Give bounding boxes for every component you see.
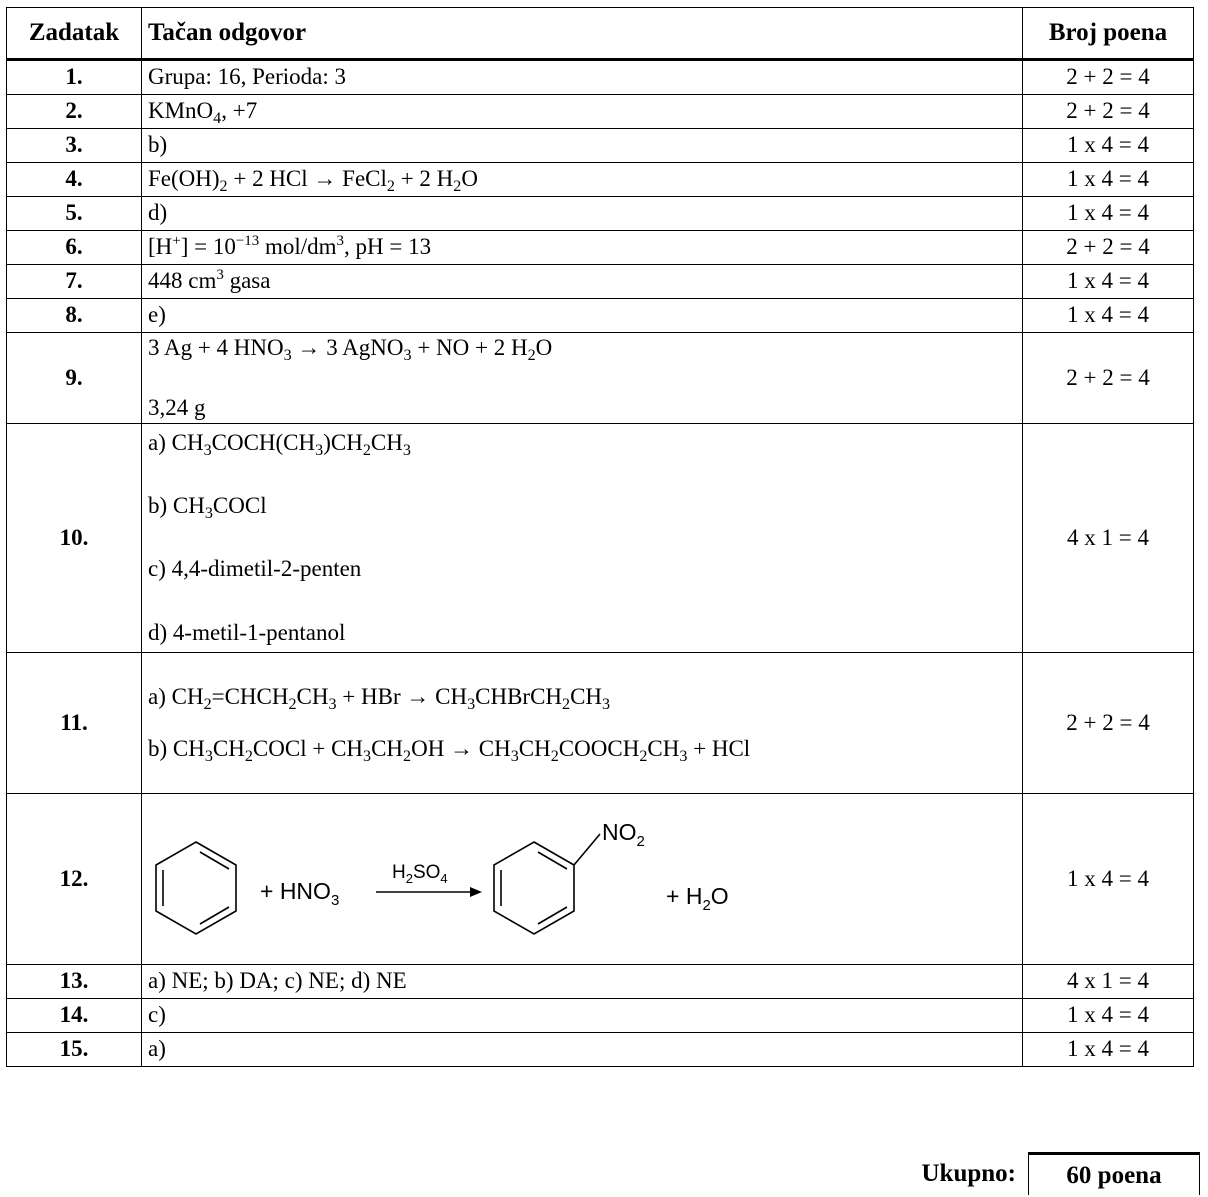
catalyst-label: H2SO4 xyxy=(392,862,448,886)
table-row: 2. KMnO4, +7 2 + 2 = 4 xyxy=(6,94,1194,129)
points-cell: 2 + 2 = 4 xyxy=(1022,332,1194,424)
header-row: Zadatak Tačan odgovor Broj poena xyxy=(6,7,1194,61)
answer-line: c) 4,4-dimetil-2-penten xyxy=(148,556,362,582)
points-cell: 1 x 4 = 4 xyxy=(1022,1032,1194,1067)
table-row: 10. a) CH3COCH(CH3)CH2CH3 b) CH3COCl c) … xyxy=(6,423,1194,653)
points-cell: 2 + 2 = 4 xyxy=(1022,94,1194,129)
reaction-arrow-icon xyxy=(376,887,482,897)
task-number: 1. xyxy=(6,59,142,95)
points-cell: 1 x 4 = 4 xyxy=(1022,998,1194,1033)
answer-text: KMnO4, +7 xyxy=(141,94,1023,129)
table-row: 5. d) 1 x 4 = 4 xyxy=(6,196,1194,231)
task-number: 13. xyxy=(6,964,142,999)
task-number: 15. xyxy=(6,1032,142,1067)
answer-text: 3 Ag + 4 HNO3 → 3 AgNO3 + NO + 2 H2O 3,2… xyxy=(141,332,1023,424)
task-number: 14. xyxy=(6,998,142,1033)
task-number: 10. xyxy=(6,423,142,653)
answer-line: a) CH2=CHCH2CH3 + HBr → CH3CHBrCH2CH3 xyxy=(148,683,611,713)
byproduct-label: + H2O xyxy=(666,883,729,914)
task-number: 3. xyxy=(6,128,142,163)
answer-text: a) xyxy=(141,1032,1023,1067)
task-number: 5. xyxy=(6,196,142,231)
table-row: 13. a) NE; b) DA; c) NE; d) NE 4 x 1 = 4 xyxy=(6,964,1194,999)
points-cell: 1 x 4 = 4 xyxy=(1022,162,1194,197)
header-broj-poena: Broj poena xyxy=(1022,7,1194,61)
table-row: 1. Grupa: 16, Perioda: 3 2 + 2 = 4 xyxy=(6,59,1194,95)
nitrobenzene-ring-icon xyxy=(493,833,601,935)
answer-line: b) CH3COCl xyxy=(148,493,267,523)
table-row: 12. + HNO3 xyxy=(6,793,1194,965)
table-row: 15. a) 1 x 4 = 4 xyxy=(6,1032,1194,1067)
task-number: 9. xyxy=(6,332,142,424)
points-cell: 1 x 4 = 4 xyxy=(1022,128,1194,163)
answer-line: 3 Ag + 4 HNO3 → 3 AgNO3 + NO + 2 H2O xyxy=(148,335,553,364)
table-row: 3. b) 1 x 4 = 4 xyxy=(6,128,1194,163)
task-number: 12. xyxy=(6,793,142,965)
task-number: 11. xyxy=(6,652,142,794)
points-cell: 2 + 2 = 4 xyxy=(1022,230,1194,265)
reagent-label: + HNO3 xyxy=(260,878,339,909)
task-number: 8. xyxy=(6,298,142,333)
answer-text: b) xyxy=(141,128,1023,163)
table-row: 8. e) 1 x 4 = 4 xyxy=(6,298,1194,333)
total-label: Ukupno: xyxy=(921,1160,1017,1187)
table-row: 14. c) 1 x 4 = 4 xyxy=(6,998,1194,1033)
table-row: 4. Fe(OH)2 + 2 HCl → FeCl2 + 2 H2O 1 x 4… xyxy=(6,162,1194,197)
header-zadatak: Zadatak xyxy=(6,7,142,61)
points-cell: 4 x 1 = 4 xyxy=(1022,423,1194,653)
answer-text: a) CH3COCH(CH3)CH2CH3 b) CH3COCl c) 4,4-… xyxy=(141,423,1023,653)
table-row: 7. 448 cm3 gasa 1 x 4 = 4 xyxy=(6,264,1194,299)
answer-text: 448 cm3 gasa xyxy=(141,264,1023,299)
total-value: 60 poena xyxy=(1028,1152,1200,1195)
task-number: 2. xyxy=(6,94,142,129)
table-row: 9. 3 Ag + 4 HNO3 → 3 AgNO3 + NO + 2 H2O … xyxy=(6,332,1194,424)
answer-text: c) xyxy=(141,998,1023,1033)
points-cell: 4 x 1 = 4 xyxy=(1022,964,1194,999)
answer-reaction: + HNO3 H2SO4 xyxy=(141,793,1023,965)
answer-text: Grupa: 16, Perioda: 3 xyxy=(141,59,1023,95)
answer-line: 3,24 g xyxy=(148,394,206,420)
points-cell: 1 x 4 = 4 xyxy=(1022,196,1194,231)
answer-line: d) 4-metil-1-pentanol xyxy=(148,619,346,645)
table-row: 11. a) CH2=CHCH2CH3 + HBr → CH3CHBrCH2CH… xyxy=(6,652,1194,794)
answer-line: b) CH3CH2COCl + CH3CH2OH → CH3CH2COOCH2C… xyxy=(148,736,751,765)
answer-text: d) xyxy=(141,196,1023,231)
answer-text: Fe(OH)2 + 2 HCl → FeCl2 + 2 H2O xyxy=(141,162,1023,197)
answer-text: [H+] = 10−13 mol/dm3, pH = 13 xyxy=(141,230,1023,265)
answer-text: e) xyxy=(141,298,1023,333)
task-number: 4. xyxy=(6,162,142,197)
header-tacan-odgovor: Tačan odgovor xyxy=(141,7,1023,61)
points-cell: 1 x 4 = 4 xyxy=(1022,298,1194,333)
task-number: 7. xyxy=(6,264,142,299)
nitro-group-label: NO2 xyxy=(602,819,645,850)
points-cell: 1 x 4 = 4 xyxy=(1022,264,1194,299)
benzene-ring-icon xyxy=(155,841,237,935)
table-row: 6. [H+] = 10−13 mol/dm3, pH = 13 2 + 2 =… xyxy=(6,230,1194,265)
nitration-reaction-diagram: + HNO3 H2SO4 xyxy=(155,819,729,935)
answer-key-table: Zadatak Tačan odgovor Broj poena 1. Grup… xyxy=(6,7,1194,1067)
points-cell: 1 x 4 = 4 xyxy=(1022,793,1194,965)
task-number: 6. xyxy=(6,230,142,265)
answer-text: a) CH2=CHCH2CH3 + HBr → CH3CHBrCH2CH3 b)… xyxy=(141,652,1023,794)
answer-line: a) CH3COCH(CH3)CH2CH3 xyxy=(148,430,411,459)
answer-text: a) NE; b) DA; c) NE; d) NE xyxy=(141,964,1023,999)
points-cell: 2 + 2 = 4 xyxy=(1022,59,1194,95)
points-cell: 2 + 2 = 4 xyxy=(1022,652,1194,794)
